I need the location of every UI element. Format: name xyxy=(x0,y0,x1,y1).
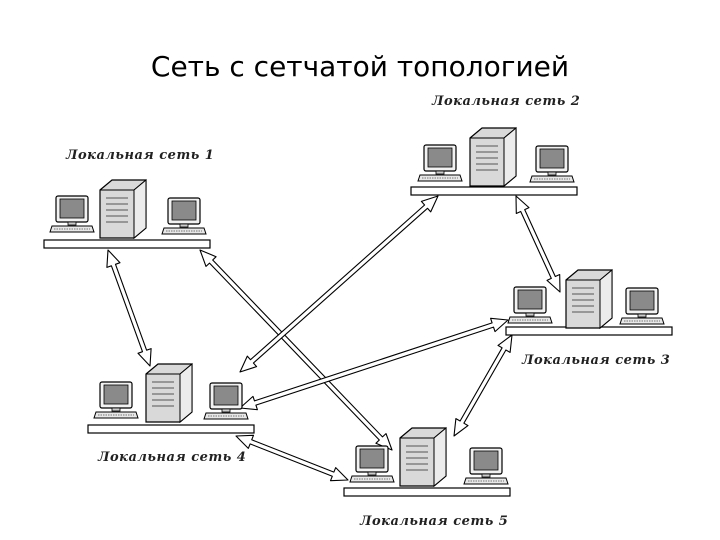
lan-3-computer-icon xyxy=(507,286,553,324)
slide-title: Сеть с сетчатой топологией xyxy=(150,50,570,83)
lan-1-server-icon xyxy=(99,179,147,239)
lan-4-label: Локальная сеть 4 xyxy=(98,450,247,465)
link-arrow-lan2-lan3 xyxy=(515,195,561,293)
link-arrow-lan4-lan5 xyxy=(235,434,349,482)
lan-1-base xyxy=(43,239,211,249)
lan-2-server-icon xyxy=(469,127,517,187)
lan-3-label: Локальная сеть 3 xyxy=(522,353,671,368)
lan-2-base xyxy=(410,186,578,196)
lan-4-base xyxy=(87,424,255,434)
lan-3-computer-icon xyxy=(619,287,665,325)
lan-2-computer-icon xyxy=(417,144,463,182)
lan-3-group xyxy=(505,269,673,336)
lan-4-server-icon xyxy=(145,363,193,423)
lan-1-label: Локальная сеть 1 xyxy=(66,148,215,163)
link-arrow-lan2-lan4 xyxy=(239,195,439,373)
lan-1-group xyxy=(43,179,211,249)
link-arrow-lan3-lan5 xyxy=(453,334,513,437)
connection-links xyxy=(106,195,561,482)
lan-2-computer-icon xyxy=(529,145,575,183)
lan-2-group xyxy=(410,127,578,196)
lan-5-computer-icon xyxy=(463,447,509,485)
lan-5-group xyxy=(343,427,511,497)
lan-5-base xyxy=(343,487,511,497)
lan-4-computer-icon xyxy=(203,382,249,420)
lan-4-computer-icon xyxy=(93,381,139,419)
lan-5-label: Локальная сеть 5 xyxy=(360,514,509,529)
link-arrow-lan1-lan4 xyxy=(106,249,152,367)
lan-1-computer-icon xyxy=(161,197,207,235)
lan-4-group xyxy=(87,363,255,434)
lan-3-server-icon xyxy=(565,269,613,329)
lan-2-label: Локальная сеть 2 xyxy=(432,94,581,109)
lan-5-server-icon xyxy=(399,427,447,487)
lan-1-computer-icon xyxy=(49,195,95,233)
link-arrow-lan1-lan5 xyxy=(199,249,393,451)
lan-5-computer-icon xyxy=(349,445,395,483)
